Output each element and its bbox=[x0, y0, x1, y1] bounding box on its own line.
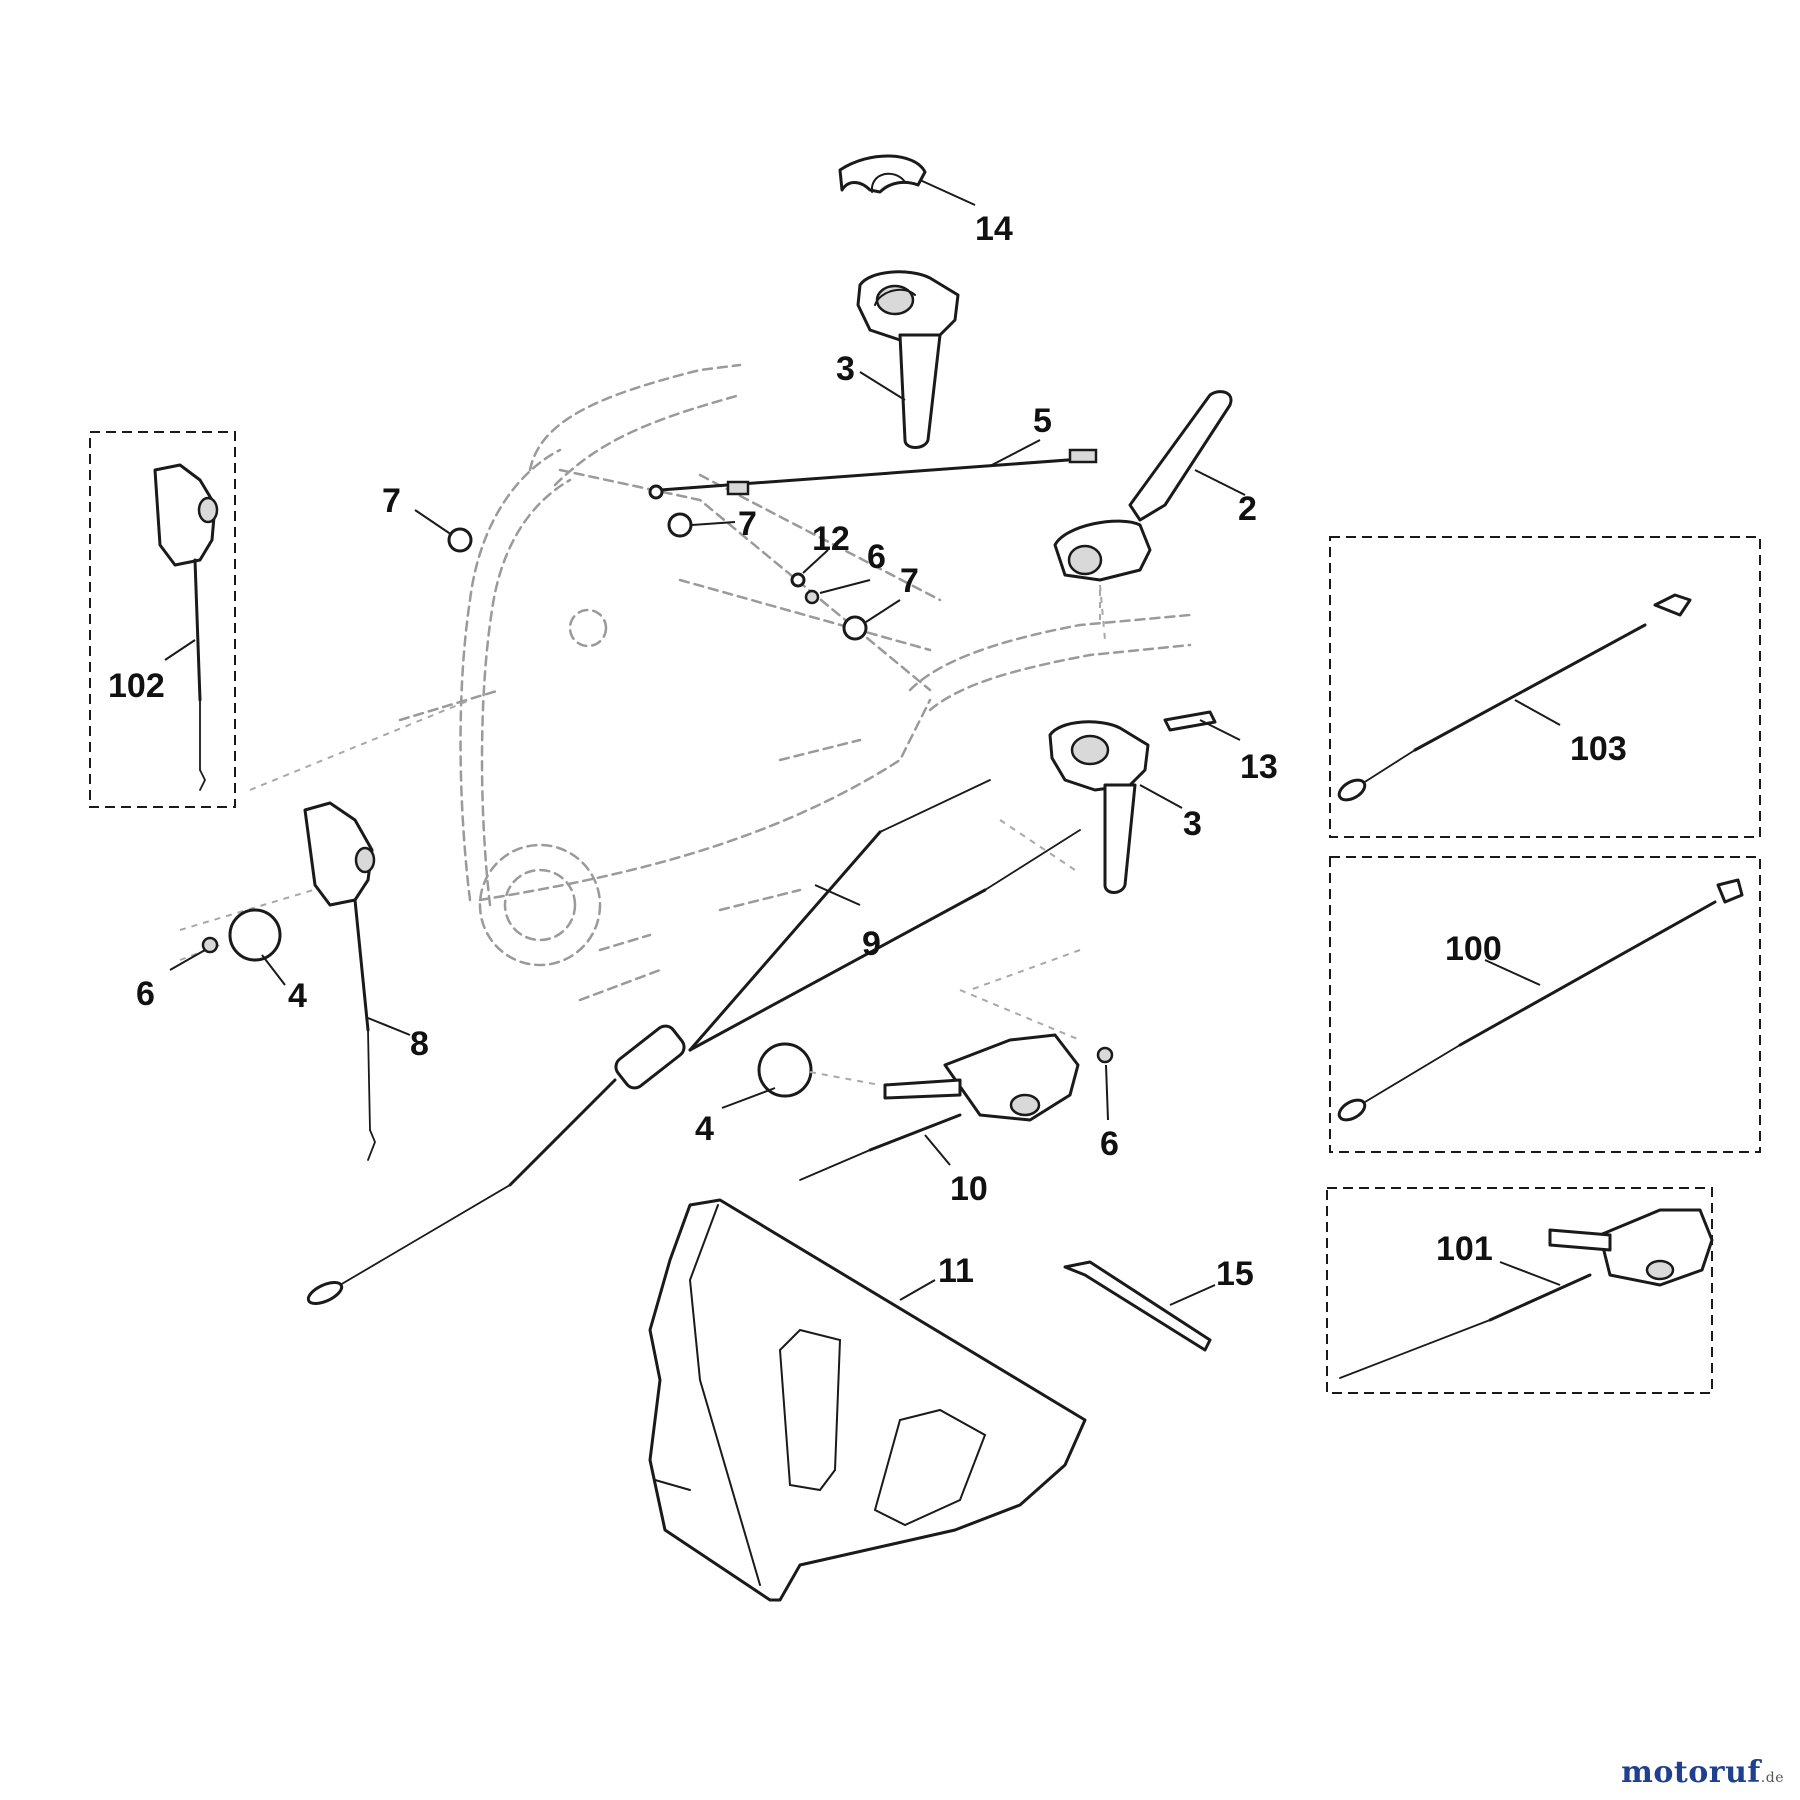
callout-11: 11 bbox=[938, 1252, 974, 1290]
callout-14: 14 bbox=[975, 210, 1013, 248]
callout-3-top: 3 bbox=[836, 350, 855, 388]
callout-12: 12 bbox=[812, 520, 850, 558]
callout-7-right: 7 bbox=[900, 562, 919, 600]
part-2-handle bbox=[1053, 390, 1233, 641]
callout-4-center: 4 bbox=[695, 1110, 714, 1148]
callout-3-lower: 3 bbox=[1183, 805, 1202, 843]
callout-15: 15 bbox=[1216, 1255, 1254, 1293]
box-101 bbox=[1326, 1187, 1713, 1394]
part-7-caps bbox=[447, 512, 868, 641]
part-10-control bbox=[799, 1033, 1080, 1181]
callout-103: 103 bbox=[1570, 730, 1627, 768]
callout-13: 13 bbox=[1240, 748, 1278, 786]
callout-6-left: 6 bbox=[136, 975, 155, 1013]
callout-10: 10 bbox=[950, 1170, 988, 1208]
callout-labels: 14 3 5 2 7 7 12 6 7 102 103 13 3 100 9 6… bbox=[108, 210, 1627, 1293]
part-14-clip bbox=[838, 154, 927, 194]
part-102-control bbox=[153, 463, 219, 791]
callout-7-mid: 7 bbox=[738, 505, 757, 543]
part-3-lever-lower bbox=[1048, 720, 1150, 894]
part-6-nut-right bbox=[1096, 1046, 1114, 1064]
part-100-cable bbox=[1337, 878, 1744, 1122]
part-101-control bbox=[1339, 1208, 1714, 1379]
callout-101: 101 bbox=[1436, 1230, 1493, 1268]
callout-4-left: 4 bbox=[288, 977, 307, 1015]
part-9-cable bbox=[306, 779, 1081, 1306]
watermark-logo: motoruf.de bbox=[1621, 1755, 1784, 1790]
callout-2: 2 bbox=[1238, 490, 1257, 528]
part-5-cable bbox=[648, 448, 1098, 500]
callout-6-top: 6 bbox=[867, 538, 886, 576]
part-103-cable bbox=[1337, 593, 1692, 802]
callout-100: 100 bbox=[1445, 930, 1502, 968]
part-12-6-nuts bbox=[790, 572, 820, 605]
ghost-frame bbox=[179, 363, 1192, 1041]
callout-5: 5 bbox=[1033, 402, 1052, 440]
callout-102: 102 bbox=[108, 667, 165, 705]
part-6-4-left bbox=[201, 908, 282, 962]
box-102 bbox=[89, 431, 236, 808]
callout-7-left: 7 bbox=[382, 482, 401, 520]
callout-9: 9 bbox=[862, 925, 881, 963]
part-15-strap bbox=[1063, 1260, 1212, 1352]
part-11-cover bbox=[648, 1198, 1087, 1602]
part-8-control bbox=[303, 801, 376, 1161]
part-3-lever-top bbox=[856, 270, 960, 449]
part-4-knob-center bbox=[757, 1042, 881, 1098]
callout-8: 8 bbox=[410, 1025, 429, 1063]
watermark-tld: .de bbox=[1760, 1770, 1784, 1786]
callout-6-right: 6 bbox=[1100, 1125, 1119, 1163]
box-103 bbox=[1329, 536, 1761, 838]
box-100 bbox=[1329, 856, 1761, 1153]
watermark-brand: motoruf bbox=[1621, 1755, 1761, 1790]
leader-lines bbox=[164, 179, 1561, 1306]
part-13-clip bbox=[1163, 710, 1217, 732]
